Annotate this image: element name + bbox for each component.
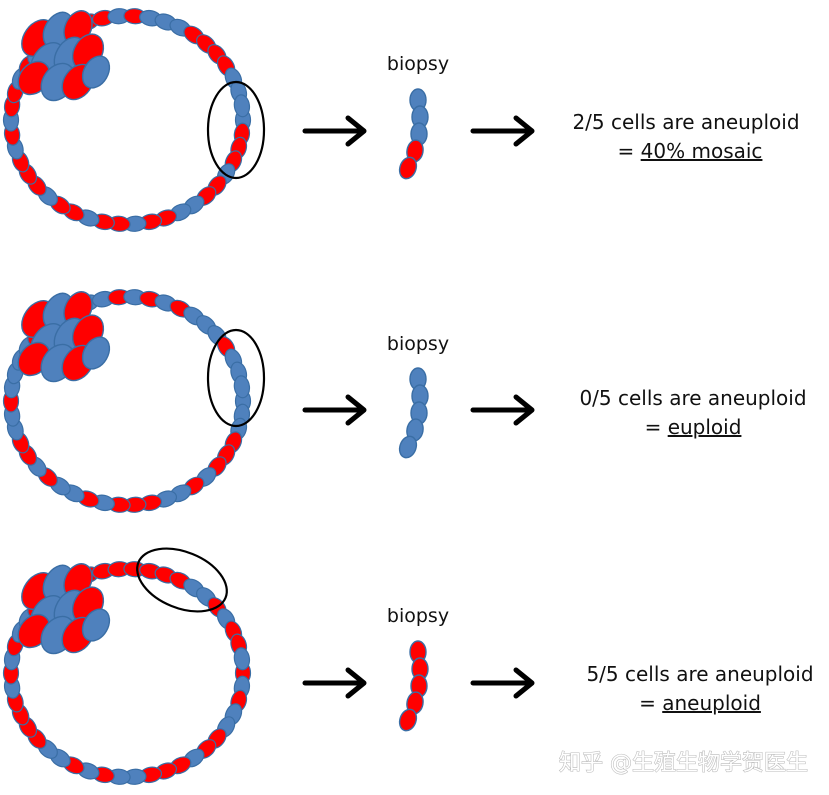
- aneuploid-cell: [398, 156, 418, 180]
- row-3: biopsy 5/5 cells are aneuploid = aneuplo…: [2, 547, 814, 785]
- result-text: 0/5 cells are aneuploid: [579, 386, 806, 410]
- result-value: 40% mosaic: [641, 139, 763, 163]
- arrow-head: [513, 394, 535, 426]
- biopsy-label: biopsy: [387, 53, 449, 75]
- biopsy-sample: [398, 88, 429, 180]
- euploid-cell: [233, 647, 251, 671]
- result-value: aneuploid: [662, 691, 761, 715]
- trophectoderm-ring: [2, 561, 252, 785]
- arrow-to-result: [470, 394, 535, 426]
- result-prefix: =: [618, 139, 641, 163]
- arrow-head: [345, 115, 367, 147]
- inner-cell-mass: [17, 291, 111, 383]
- biopsy-sample: [398, 367, 429, 459]
- aneuploid-cell: [398, 708, 418, 732]
- result-value-line: = euploid: [645, 415, 742, 439]
- arrow-to-result: [470, 115, 535, 147]
- arrow-head: [513, 667, 535, 699]
- result-text: 2/5 cells are aneuploid: [572, 110, 799, 134]
- row-1: biopsy 2/5 cells are aneuploid = 40% mos…: [2, 8, 800, 232]
- arrow-head: [513, 115, 535, 147]
- inner-cell-mass: [17, 563, 111, 655]
- arrow-head: [345, 394, 367, 426]
- result-text: 5/5 cells are aneuploid: [586, 662, 813, 686]
- biopsy-selection-ellipse: [206, 328, 266, 428]
- euploid-cell: [398, 435, 418, 459]
- biopsy-label: biopsy: [387, 605, 449, 627]
- result-value-line: = aneuploid: [639, 691, 761, 715]
- euploid-cell: [81, 55, 111, 89]
- arrow-to-biopsy: [302, 394, 367, 426]
- inner-cell-mass: [17, 10, 111, 102]
- arrow-to-biopsy: [302, 115, 367, 147]
- result-value: euploid: [668, 415, 742, 439]
- arrow-to-biopsy: [302, 667, 367, 699]
- embryo-blastocyst: [2, 289, 266, 513]
- arrow-to-result: [470, 667, 535, 699]
- watermark: 知乎 @生殖生物学贺医生: [559, 751, 808, 776]
- result-prefix: =: [645, 415, 668, 439]
- biopsy-sample: [398, 640, 429, 732]
- euploid-cell: [81, 608, 111, 642]
- euploid-cell: [233, 375, 251, 399]
- arrow-head: [345, 667, 367, 699]
- result-value-line: = 40% mosaic: [618, 139, 763, 163]
- euploid-cell: [233, 94, 251, 118]
- biopsy-selection-ellipse: [206, 80, 266, 180]
- embryo-blastocyst: [2, 547, 252, 785]
- result-prefix: =: [639, 691, 662, 715]
- biopsy-selection-ellipse: [136, 547, 228, 613]
- biopsy-label: biopsy: [387, 333, 449, 355]
- embryo-blastocyst: [2, 8, 266, 232]
- row-2: biopsy 0/5 cells are aneuploid = euploid: [2, 289, 807, 513]
- euploid-cell: [81, 336, 111, 370]
